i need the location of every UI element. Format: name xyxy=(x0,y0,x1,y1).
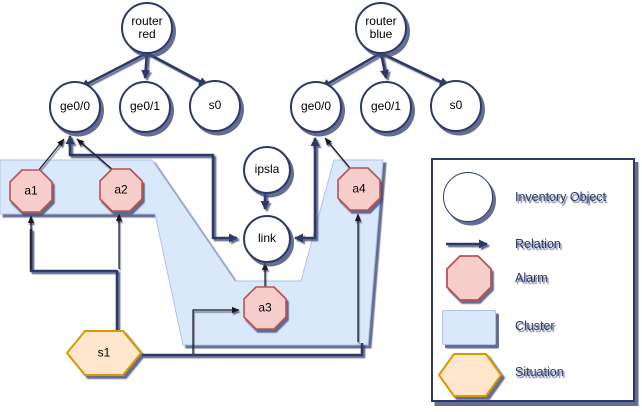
node-s0-red-label: s0 xyxy=(208,98,222,113)
node-ge01-blue: ge0/1 xyxy=(360,81,412,133)
relation-routerblue-s0 xyxy=(380,51,449,87)
alarm-octagon-icon xyxy=(99,168,143,212)
node-ipsla: ipsla xyxy=(243,146,291,194)
legend-situation-icon xyxy=(437,352,503,398)
alarm-octagon-icon xyxy=(337,167,381,211)
node-a2-label: a2 xyxy=(114,182,128,197)
relation-a2-ge00red xyxy=(76,138,114,171)
node-ge01-red-label: ge0/1 xyxy=(129,99,161,114)
node-s0-blue-label: s0 xyxy=(449,98,463,113)
node-router-blue-label: router blue xyxy=(365,13,397,41)
node-ge00-red: ge0/0 xyxy=(49,81,101,133)
relation-a1-ge00red xyxy=(37,138,65,172)
node-router-red: router red xyxy=(121,2,173,54)
legend-inventory-object-icon xyxy=(443,172,493,222)
node-s0-blue: s0 xyxy=(430,80,482,132)
legend-alarm-label: Alarm xyxy=(515,271,548,285)
relation-a4-ge00blue xyxy=(324,137,351,169)
relation-ge00blue-link xyxy=(294,137,320,243)
relation-routerblue-ge01 xyxy=(379,52,389,79)
relation-routerblue-ge00 xyxy=(321,51,382,89)
node-router-blue: router blue xyxy=(355,2,407,54)
relation-s1-trunk-left xyxy=(29,229,119,330)
thin-relations xyxy=(27,137,362,354)
relation-s1-a3 xyxy=(192,306,240,354)
relation-ge00red-link xyxy=(65,135,238,243)
node-s0-red: s0 xyxy=(189,80,241,132)
legend-cluster-label: Cluster xyxy=(515,319,555,333)
node-a1-label: a1 xyxy=(24,183,38,198)
node-ge00-blue: ge0/0 xyxy=(290,81,342,133)
node-s1-label: s1 xyxy=(97,345,111,360)
node-a2: a2 xyxy=(99,168,143,212)
legend-alarm-icon xyxy=(446,255,492,301)
cluster-shape xyxy=(0,159,384,346)
node-a4-label: a4 xyxy=(352,181,366,196)
node-ge01-red: ge0/1 xyxy=(119,81,171,133)
node-a3: a3 xyxy=(243,286,287,330)
node-s1: s1 xyxy=(65,329,143,377)
node-ge01-blue-label: ge0/1 xyxy=(370,99,402,114)
node-ge00-red-label: ge0/0 xyxy=(59,99,91,114)
situation-hexagon-icon xyxy=(66,330,142,376)
node-link-label: link xyxy=(257,231,276,246)
node-router-red-label: router red xyxy=(131,13,163,41)
relation-routerred-ge01 xyxy=(141,52,151,79)
legend-inventory-object-label: Inventory Object xyxy=(515,190,607,204)
node-a3-label: a3 xyxy=(258,300,272,315)
node-a1: a1 xyxy=(9,169,53,213)
alarm-octagon-icon xyxy=(9,169,53,213)
legend-cluster-icon xyxy=(442,310,496,345)
node-ipsla-label: ipsla xyxy=(254,162,280,177)
alarm-octagon-icon xyxy=(243,286,287,330)
legend-relation-arrow-icon xyxy=(446,239,488,249)
node-ge00-blue-label: ge0/0 xyxy=(300,99,332,114)
legend-panel: Inventory Object Relation Alarm Cluster … xyxy=(431,158,635,402)
relation-routerred-s0 xyxy=(146,51,208,87)
relation-s1-trunk-right xyxy=(142,343,364,357)
legend-relation-label: Relation xyxy=(515,237,561,251)
legend-situation-label: Situation xyxy=(515,365,564,379)
node-link: link xyxy=(243,215,291,263)
node-a4: a4 xyxy=(337,167,381,211)
